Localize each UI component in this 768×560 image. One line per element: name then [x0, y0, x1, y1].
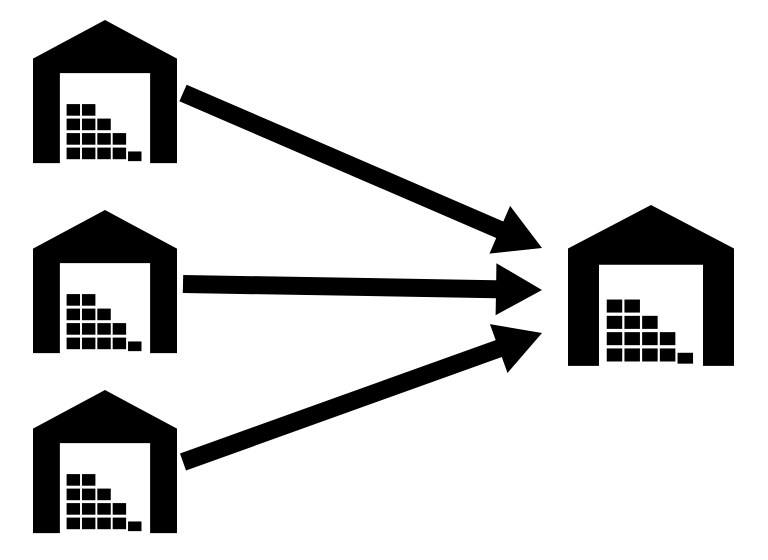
warehouses [33, 20, 734, 534]
source-warehouse-1 [33, 20, 177, 164]
warehouse-icon [33, 390, 177, 534]
source-warehouse-2 [33, 210, 177, 354]
warehouse-icon [568, 205, 734, 366]
target-warehouse [568, 205, 734, 366]
arrow-source-warehouse-2-to-target-warehouse [182, 263, 543, 316]
flow-arrows [179, 84, 543, 471]
warehouse-icon [33, 20, 177, 164]
arrow-source-warehouse-1-to-target-warehouse [179, 84, 542, 254]
warehouse-icon [33, 210, 177, 354]
source-warehouse-3 [33, 390, 177, 534]
arrow-source-warehouse-3-to-target-warehouse [180, 324, 542, 471]
